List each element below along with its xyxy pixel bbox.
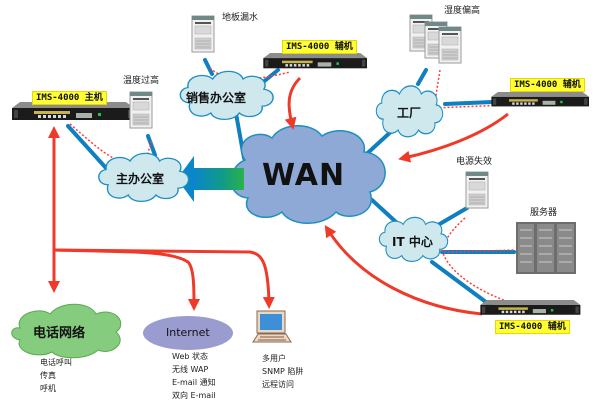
main-device-tag: IMS-4000 主机 bbox=[32, 91, 107, 105]
dotted-main bbox=[69, 123, 153, 165]
alert-factory-to-wan bbox=[398, 112, 509, 163]
alert-to-internet bbox=[53, 248, 200, 311]
link-main-device bbox=[66, 124, 108, 170]
internet-ellipse[interactable] bbox=[143, 316, 233, 350]
terminal-item-remote: 远程访问 bbox=[262, 380, 294, 389]
terminal-item-multiuser: 多用户 bbox=[262, 354, 286, 363]
link-it-wan bbox=[370, 198, 398, 224]
wan-label: WAN bbox=[262, 158, 346, 193]
main-sensor-server-icon bbox=[129, 91, 153, 129]
dotted-factory bbox=[433, 69, 506, 109]
factory-sensor-label: 湿度偏高 bbox=[444, 6, 481, 16]
servers-label: 服务器 bbox=[530, 208, 558, 218]
sales-sensor-label: 地板漏水 bbox=[222, 13, 259, 23]
internet-item-email: E-mail 通知 bbox=[172, 378, 216, 387]
phone-item-call: 电话呼叫 bbox=[40, 358, 72, 367]
link-factory-device bbox=[443, 100, 494, 106]
dotted-it-a bbox=[443, 217, 515, 254]
it-device-rack-icon[interactable] bbox=[480, 300, 581, 315]
it-device-tag: IMS-4000 辅机 bbox=[495, 320, 570, 334]
factory-device-tag: IMS-4000 辅机 bbox=[510, 78, 585, 92]
phone-network-label: 电话网络 bbox=[33, 326, 86, 341]
link-it-device bbox=[430, 260, 496, 310]
link-sales-device bbox=[260, 68, 280, 85]
phone-network-list: 电话呼叫 传真 呼机 bbox=[40, 356, 72, 395]
internet-item-wap: 无线 WAP bbox=[172, 365, 209, 374]
phone-item-pager: 呼机 bbox=[40, 384, 56, 393]
link-main-sensor bbox=[146, 134, 157, 157]
link-sales-sensor bbox=[203, 58, 214, 76]
factory-device-rack-icon[interactable] bbox=[491, 92, 589, 107]
internet-label: Internet bbox=[166, 326, 210, 339]
factory-label: 工厂 bbox=[397, 106, 422, 120]
alert-it-to-wan bbox=[324, 224, 483, 316]
link-it-sensor bbox=[436, 206, 469, 227]
main-sensor-label: 温度过高 bbox=[123, 76, 160, 86]
sales-sensor-server-icon bbox=[191, 15, 215, 53]
alert-sales-to-wan bbox=[284, 76, 302, 130]
sales-device-tag: IMS-4000 辅机 bbox=[282, 40, 357, 54]
server-cabinets-icon bbox=[516, 222, 576, 274]
main-office-label: 主办公室 bbox=[116, 172, 165, 186]
alert-arrows bbox=[48, 76, 509, 316]
alert-to-terminal bbox=[53, 248, 275, 309]
sales-office-label: 销售办公室 bbox=[186, 91, 247, 105]
link-factory-sensor bbox=[416, 68, 428, 86]
it-center-label: IT 中心 bbox=[392, 235, 433, 249]
it-sensor-label: 电源失效 bbox=[456, 157, 493, 167]
terminal-item-snmp: SNMP 陷阱 bbox=[262, 367, 304, 376]
terminal-computer-icon[interactable] bbox=[252, 310, 292, 343]
internet-item-web: Web 状态 bbox=[172, 352, 208, 361]
internet-item-two-way-email: 双向 E-mail bbox=[172, 391, 216, 400]
phone-network-cloud[interactable] bbox=[11, 303, 122, 359]
factory-server-3-icon bbox=[438, 26, 462, 64]
phone-item-fax: 传真 bbox=[40, 371, 56, 380]
internet-list: Web 状态 无线 WAP E-mail 通知 双向 E-mail bbox=[172, 350, 216, 402]
it-sensor-server-icon bbox=[465, 171, 489, 209]
terminal-list: 多用户 SNMP 陷阱 远程访问 bbox=[262, 352, 303, 391]
sales-device-rack-icon[interactable] bbox=[263, 53, 367, 69]
